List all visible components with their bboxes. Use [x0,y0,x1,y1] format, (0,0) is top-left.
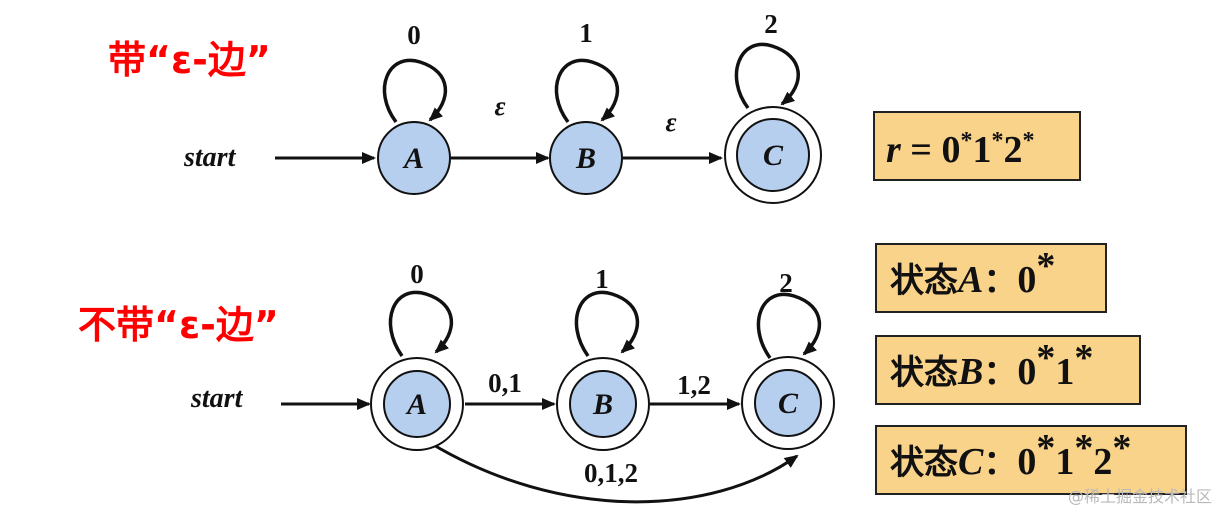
state-box-a-bg [875,243,1107,313]
top-loop-label-b: 1 [579,18,593,48]
bottom-state-label-c: C [778,387,799,420]
regex-text: r = 0*1*2* [886,128,1034,171]
bottom-state-c [754,369,822,437]
top-loop-b [554,58,619,124]
bottom-edge-label-b-c: 1,2 [677,370,711,400]
bottom-loop-label-a: 0 [410,259,424,289]
top-nfa: start 0 1 2 ε ε A B C [183,9,822,204]
top-state-label-b: B [575,142,596,175]
state-box-c-bg [875,425,1187,495]
top-edge-label-a-b: ε [494,91,505,121]
bottom-state-label-a: A [405,388,427,421]
state-box-a: 状态A：0* [875,243,1107,313]
watermark: @稀土掘金技术社区 [1068,487,1212,506]
bottom-loop-label-c: 2 [779,268,793,298]
bottom-edge-label-a-b: 0,1 [488,368,522,398]
top-state-label-a: A [402,142,424,175]
state-box-c-text: 状态C：0*1*2* [890,427,1131,483]
state-box-c: 状态C：0*1*2* [875,425,1187,495]
regex-box-bg [873,111,1081,181]
top-loop-label-a: 0 [407,20,421,50]
top-start-label: start [183,142,237,173]
top-state-c [736,118,810,192]
bottom-state-a [383,370,451,438]
top-state-b [549,121,623,195]
bottom-edge-label-a-c: 0,1,2 [584,458,638,488]
bottom-loop-b [574,290,639,358]
state-box-b-text: 状态B：0*1* [890,337,1093,393]
top-loop-label-c: 2 [764,9,778,39]
bottom-start-label: start [190,383,244,414]
top-heading: 带“ε-边” [108,38,271,82]
top-loop-a [382,58,447,124]
bottom-state-label-b: B [592,388,613,421]
bottom-heading: 不带“ε-边” [78,303,279,347]
top-loop-c [734,42,800,110]
top-state-a [377,121,451,195]
bottom-nfa: start 0 1 2 0,1 1,2 0,1,2 A B C [190,259,835,504]
bottom-state-b [569,370,637,438]
bottom-loop-label-b: 1 [595,264,609,294]
bottom-loop-c [756,292,821,360]
bottom-loop-a [388,290,453,358]
top-state-label-c: C [763,139,784,172]
top-edge-label-b-c: ε [665,107,676,137]
state-box-b-bg [875,335,1141,405]
bottom-edge-a-c [431,442,799,504]
regex-box: r = 0*1*2* [873,111,1081,181]
state-box-a-text: 状态A：0* [890,245,1055,301]
state-box-b: 状态B：0*1* [875,335,1141,405]
